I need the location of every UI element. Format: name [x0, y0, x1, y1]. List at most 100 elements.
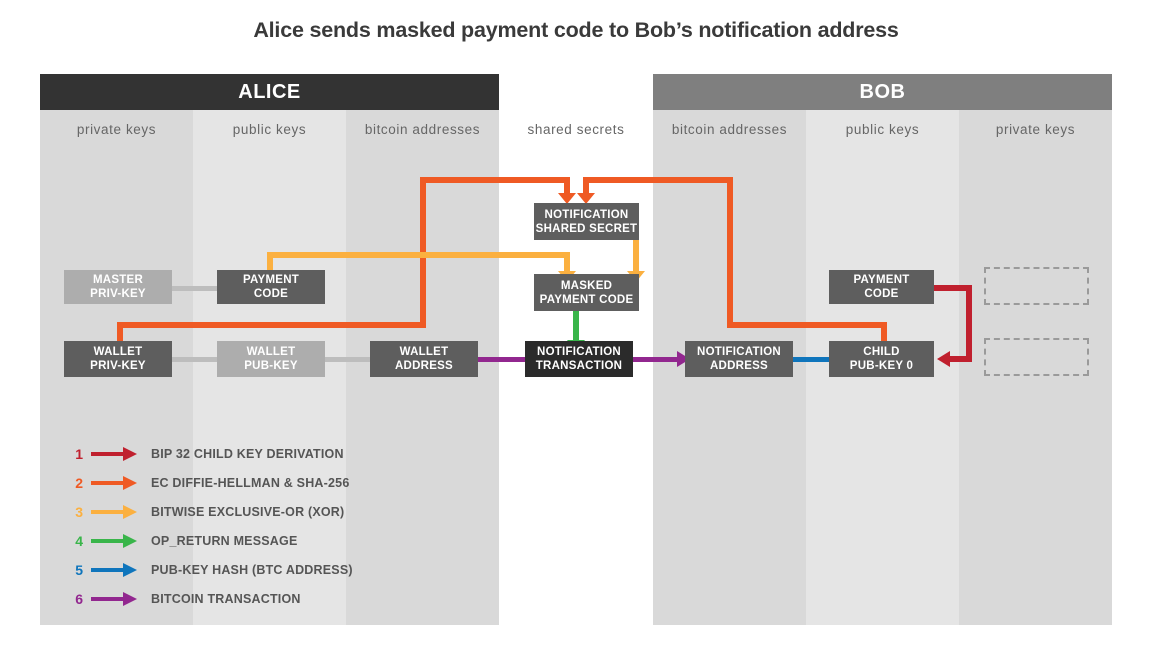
legend-item-5: 5 PUB-KEY HASH (BTC ADDRESS) [66, 555, 353, 584]
node-bob-notification-address[interactable]: NOTIFICATION ADDRESS [685, 341, 793, 377]
node-notification-shared-secret[interactable]: NOTIFICATION SHARED SECRET [534, 203, 639, 240]
node-line-2: ADDRESS [395, 360, 453, 372]
red-from-bob-payment-code [934, 285, 972, 291]
yellow-horizontal-run [267, 252, 570, 258]
node-line-2: CODE [253, 288, 289, 300]
legend-item-6: 6 BITCOIN TRANSACTION [66, 584, 353, 613]
legend-number: 6 [75, 590, 83, 607]
legend-label: BITWISE EXCLUSIVE-OR (XOR) [151, 504, 345, 519]
red-arrowhead [937, 351, 950, 367]
node-line-2: PRIV-KEY [90, 288, 146, 300]
red-vertical-run [966, 285, 972, 359]
column-caption-bob-private-keys: private keys [959, 118, 1112, 140]
node-line-2: CODE [864, 288, 899, 300]
orange-right-horizontal-run [727, 322, 887, 328]
yellow-drop-into-masked [564, 252, 570, 273]
caption-text: private keys [995, 121, 1076, 137]
node-line-1: WALLET [399, 346, 449, 358]
node-line-2: PAYMENT CODE [539, 293, 634, 306]
node-line-1: MASTER [92, 274, 144, 286]
page-title: Alice sends masked payment code to Bob’s… [253, 18, 899, 42]
node-line-2: TRANSACTION [535, 360, 623, 372]
node-masked-payment-code[interactable]: MASKED PAYMENT CODE [534, 274, 639, 311]
green-masked-to-transaction [573, 310, 579, 342]
legend-item-4: 4 OP_RETURN MESSAGE [66, 526, 353, 555]
caption-text: public keys [232, 121, 307, 137]
node-line-2: PRIV-KEY [90, 360, 146, 372]
column-caption-shared-secrets: shared secrets [499, 118, 653, 140]
party-header-bob: BOB [653, 74, 1112, 110]
node-notification-transaction[interactable]: NOTIFICATION TRANSACTION [525, 341, 633, 377]
orange-left-top-run [420, 177, 570, 183]
legend-arrow-icon [91, 504, 139, 519]
node-bob-private-key-placeholder-bottom [984, 338, 1089, 376]
orange-right-vertical-riser [881, 322, 887, 358]
node-line-1: WALLET [93, 346, 143, 358]
orange-right-top-run [583, 177, 733, 183]
legend-arrow-icon [91, 475, 139, 490]
legend-arrow-icon [91, 591, 139, 606]
column-caption-alice-public-keys: public keys [193, 118, 346, 140]
node-alice-master-priv-key[interactable]: MASTER PRIV-KEY [64, 270, 172, 304]
column-caption-bob-bitcoin-addresses: bitcoin addresses [653, 118, 806, 140]
caption-text: bitcoin addresses [671, 121, 788, 137]
legend-number: 2 [75, 474, 83, 491]
legend-number: 5 [75, 561, 83, 578]
legend-number: 3 [75, 503, 83, 520]
node-line-2: ADDRESS [710, 360, 768, 372]
node-line-1: PAYMENT [853, 274, 910, 286]
legend-label: PUB-KEY HASH (BTC ADDRESS) [151, 562, 353, 577]
caption-text: private keys [76, 121, 157, 137]
node-alice-wallet-address[interactable]: WALLET ADDRESS [370, 341, 478, 377]
orange-left-drop [564, 177, 570, 195]
purple-wallet-address-to-transaction [478, 357, 538, 362]
orange-right-arrowhead [577, 193, 595, 204]
red-into-child-pubkey [950, 356, 972, 362]
party-header-alice: ALICE [40, 74, 499, 110]
node-line-1: WALLET [246, 346, 296, 358]
column-caption-alice-bitcoin-addresses: bitcoin addresses [346, 118, 499, 140]
node-bob-payment-code[interactable]: PAYMENT CODE [829, 270, 934, 304]
legend-number: 4 [75, 532, 83, 549]
orange-left-horizontal-run [117, 322, 426, 328]
orange-left-arrowhead [558, 193, 576, 204]
legend-label: BITCOIN TRANSACTION [151, 591, 301, 606]
node-line-1: MASKED [560, 279, 613, 292]
legend-label: BIP 32 CHILD KEY DERIVATION [151, 446, 344, 461]
legend-item-2: 2 EC DIFFIE-HELLMAN & SHA-256 [66, 468, 353, 497]
node-line-1: NOTIFICATION [537, 346, 621, 358]
legend-arrow-icon [91, 562, 139, 577]
node-line-2: SHARED SECRET [535, 222, 638, 235]
node-alice-payment-code[interactable]: PAYMENT CODE [217, 270, 325, 304]
orange-left-vertical-riser [117, 322, 123, 358]
party-label-bob: BOB [859, 80, 906, 103]
yellow-riser-from-payment-code [267, 252, 273, 270]
orange-right-vertical-climb [727, 177, 733, 328]
legend: 1 BIP 32 CHILD KEY DERIVATION 2 EC DIFFI… [66, 439, 353, 613]
node-bob-child-pub-key[interactable]: CHILD PUB-KEY 0 [829, 341, 934, 377]
yellow-shared-secret-drop [633, 239, 639, 272]
node-line-1: CHILD [863, 346, 900, 358]
caption-text: public keys [845, 121, 920, 137]
party-label-alice: ALICE [238, 80, 301, 103]
node-bob-private-key-placeholder-top [984, 267, 1089, 305]
node-line-2: PUB-KEY 0 [849, 360, 914, 372]
node-line-1: PAYMENT [242, 274, 300, 286]
legend-item-1: 1 BIP 32 CHILD KEY DERIVATION [66, 439, 353, 468]
legend-arrow-icon [91, 446, 139, 461]
orange-right-drop [583, 177, 589, 195]
column-caption-alice-private-keys: private keys [40, 118, 193, 140]
caption-text: shared secrets [527, 121, 625, 137]
legend-item-3: 3 BITWISE EXCLUSIVE-OR (XOR) [66, 497, 353, 526]
node-alice-wallet-priv-key[interactable]: WALLET PRIV-KEY [64, 341, 172, 377]
legend-label: OP_RETURN MESSAGE [151, 533, 298, 548]
node-line-1: NOTIFICATION [697, 346, 781, 358]
node-line-1: NOTIFICATION [544, 208, 629, 221]
node-line-2: PUB-KEY [244, 360, 298, 372]
diagram-canvas: ALICE BOB private keys public keys bitco… [40, 74, 1112, 625]
node-alice-wallet-pub-key[interactable]: WALLET PUB-KEY [217, 341, 325, 377]
legend-number: 1 [75, 445, 83, 462]
purple-transaction-to-notification-address [631, 357, 683, 362]
legend-label: EC DIFFIE-HELLMAN & SHA-256 [151, 475, 350, 490]
